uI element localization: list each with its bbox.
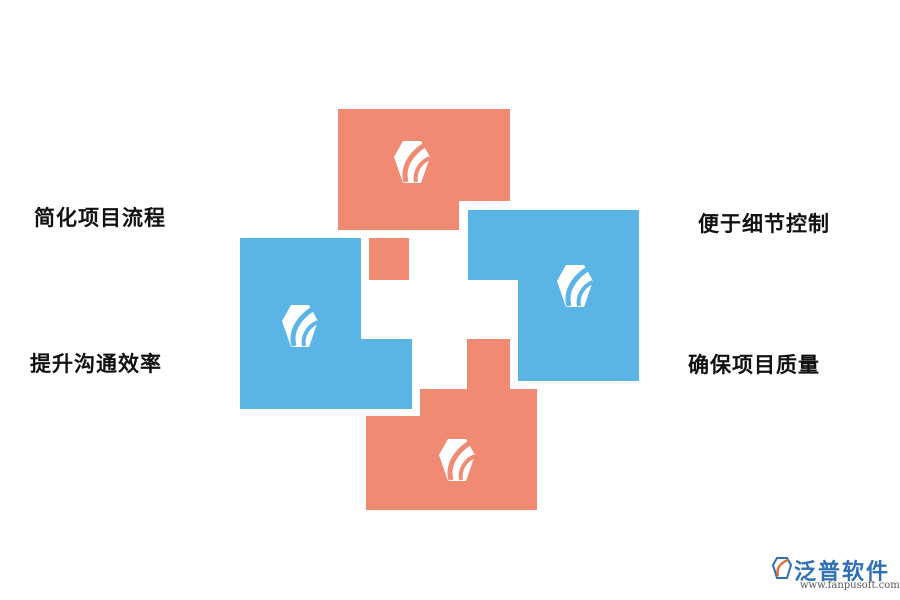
brand-watermark: 泛普软件 www.fanpusoft.com xyxy=(770,554,900,594)
salmon-connector-upper xyxy=(369,238,409,280)
right-blue-block xyxy=(468,210,639,381)
brand-name: 泛普软件 xyxy=(794,560,891,585)
label-simplify-process: 简化项目流程 xyxy=(34,206,166,230)
brand-logo-icon xyxy=(771,557,793,579)
left-blue-block xyxy=(240,238,412,409)
brand-url: www.fanpusoft.com xyxy=(800,580,900,591)
label-ensure-quality: 确保项目质量 xyxy=(688,353,820,377)
bottom-salmon-block xyxy=(366,339,537,510)
label-improve-communication: 提升沟通效率 xyxy=(30,352,162,376)
label-detail-control: 便于细节控制 xyxy=(698,212,830,236)
